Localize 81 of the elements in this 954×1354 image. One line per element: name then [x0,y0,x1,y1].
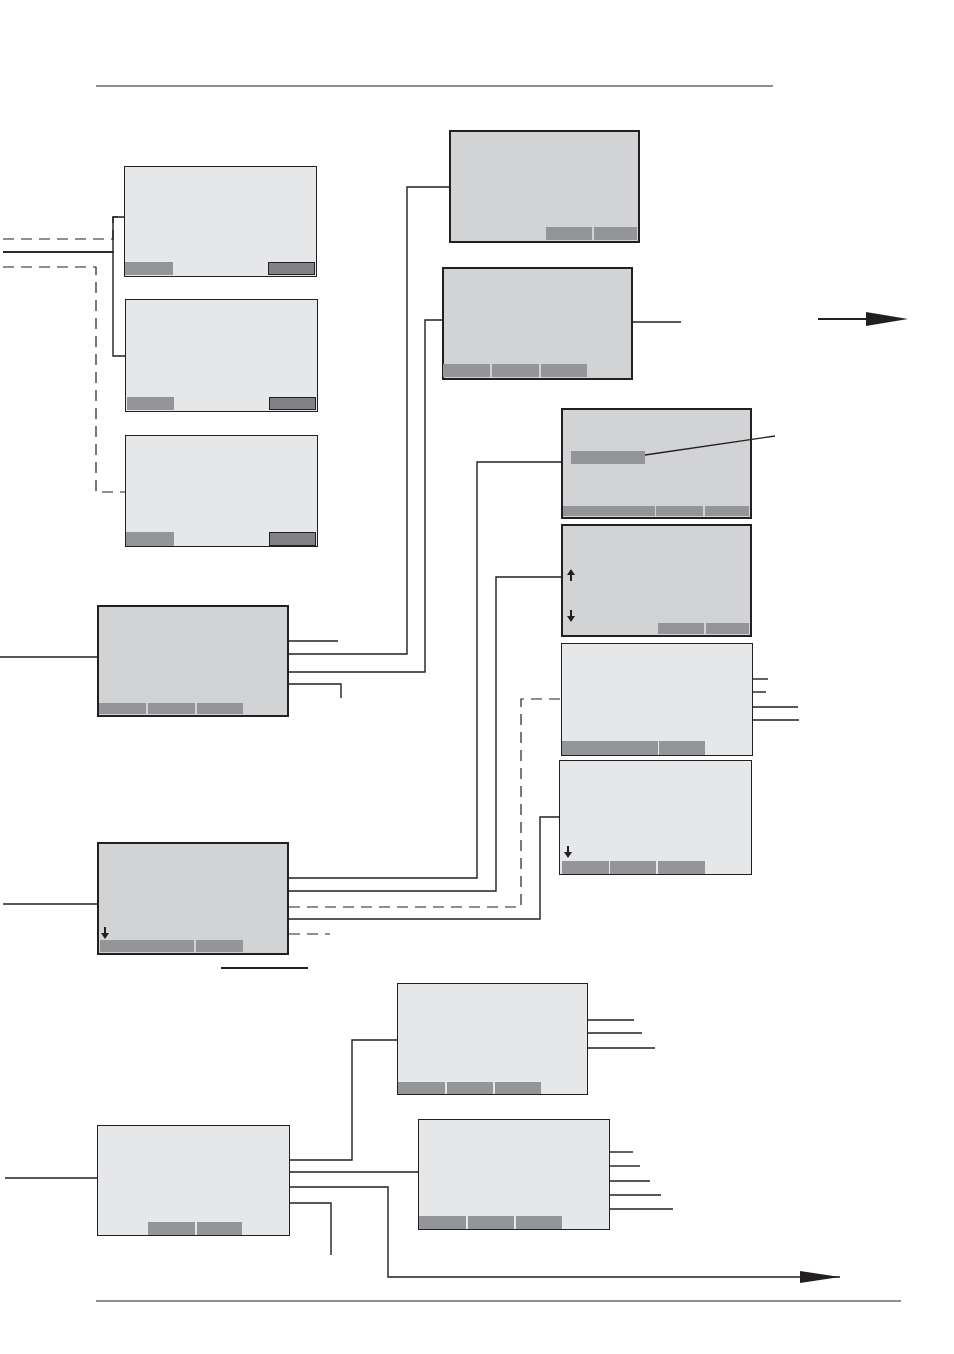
connector-line [288,683,342,699]
softkey-bar [99,939,194,952]
softkey-bar [561,860,609,874]
connector-line [2,903,98,905]
connector-line [289,1171,419,1173]
softkey-bar [540,363,587,377]
softkey-bar [268,396,316,410]
connector-line [752,678,769,680]
softkey-bar [658,740,705,755]
display-screen [97,605,289,717]
display-screen [124,166,317,277]
connector-line [288,461,562,879]
connector-line [752,706,799,708]
connector-line [288,816,560,920]
softkey-bar [124,261,173,275]
softkey-bar [125,531,174,546]
softkey-bar [267,261,315,275]
softkey-bar [561,740,658,755]
connector-line [288,186,450,655]
arrow [289,1186,841,1283]
display-screen [397,983,588,1095]
display-screen [97,842,289,955]
softkey-bar [562,505,655,516]
softkey-bar [515,1215,562,1229]
display-screen [449,130,640,243]
softkey-bar [397,1081,445,1094]
softkey-bar [609,860,656,874]
softkey-bar [657,860,705,874]
connector-line [0,656,98,658]
dashed-line [288,698,562,908]
highlight-bar [570,450,645,464]
dashed-line [288,933,331,935]
softkey-bar [126,396,174,410]
connector-line [289,1202,332,1256]
display-screen [125,299,318,412]
softkey-bar [704,505,749,516]
leader-line [644,435,776,456]
softkey-bar [491,363,539,377]
connector-line [2,251,126,357]
connector-line [609,1151,634,1153]
display-screen [97,1125,290,1236]
connector-line [609,1194,662,1196]
softkey-bar [418,1215,466,1229]
display-screen [561,643,753,756]
connector-line [587,1019,635,1021]
display-screen [561,408,752,519]
softkey-bar [593,226,637,240]
softkey-bar [705,622,749,634]
softkey-bar [196,702,243,714]
connector-line [288,576,562,892]
softkey-bar [446,1081,493,1094]
softkey-bar [147,702,195,714]
connector-line [289,1039,398,1161]
softkey-bar [657,622,704,634]
connector-line [4,1177,98,1179]
connector-line [632,321,682,323]
display-screen [561,524,752,637]
connector-line [288,319,443,673]
softkey-bar [98,702,146,714]
display-screen [442,267,633,380]
connector-line [609,1165,641,1167]
display-screen [559,760,752,875]
softkey-bar [196,1221,242,1235]
display-screen [418,1119,610,1230]
softkey-bar [147,1221,195,1235]
softkey-bar [545,226,592,240]
connector-line [288,640,339,642]
connector-line [752,691,767,693]
connector-line [587,1047,656,1049]
dashed-line [2,266,126,493]
connector-line [587,1032,643,1034]
softkey-bar [494,1081,541,1094]
connector-line [609,1180,651,1182]
connector-line [609,1208,674,1210]
softkey-bar [467,1215,514,1229]
connector-line [752,719,800,721]
softkey-bar [442,363,490,377]
softkey-bar [268,531,316,546]
softkey-bar [655,505,703,516]
softkey-bar [195,939,243,952]
display-screen [125,435,318,547]
